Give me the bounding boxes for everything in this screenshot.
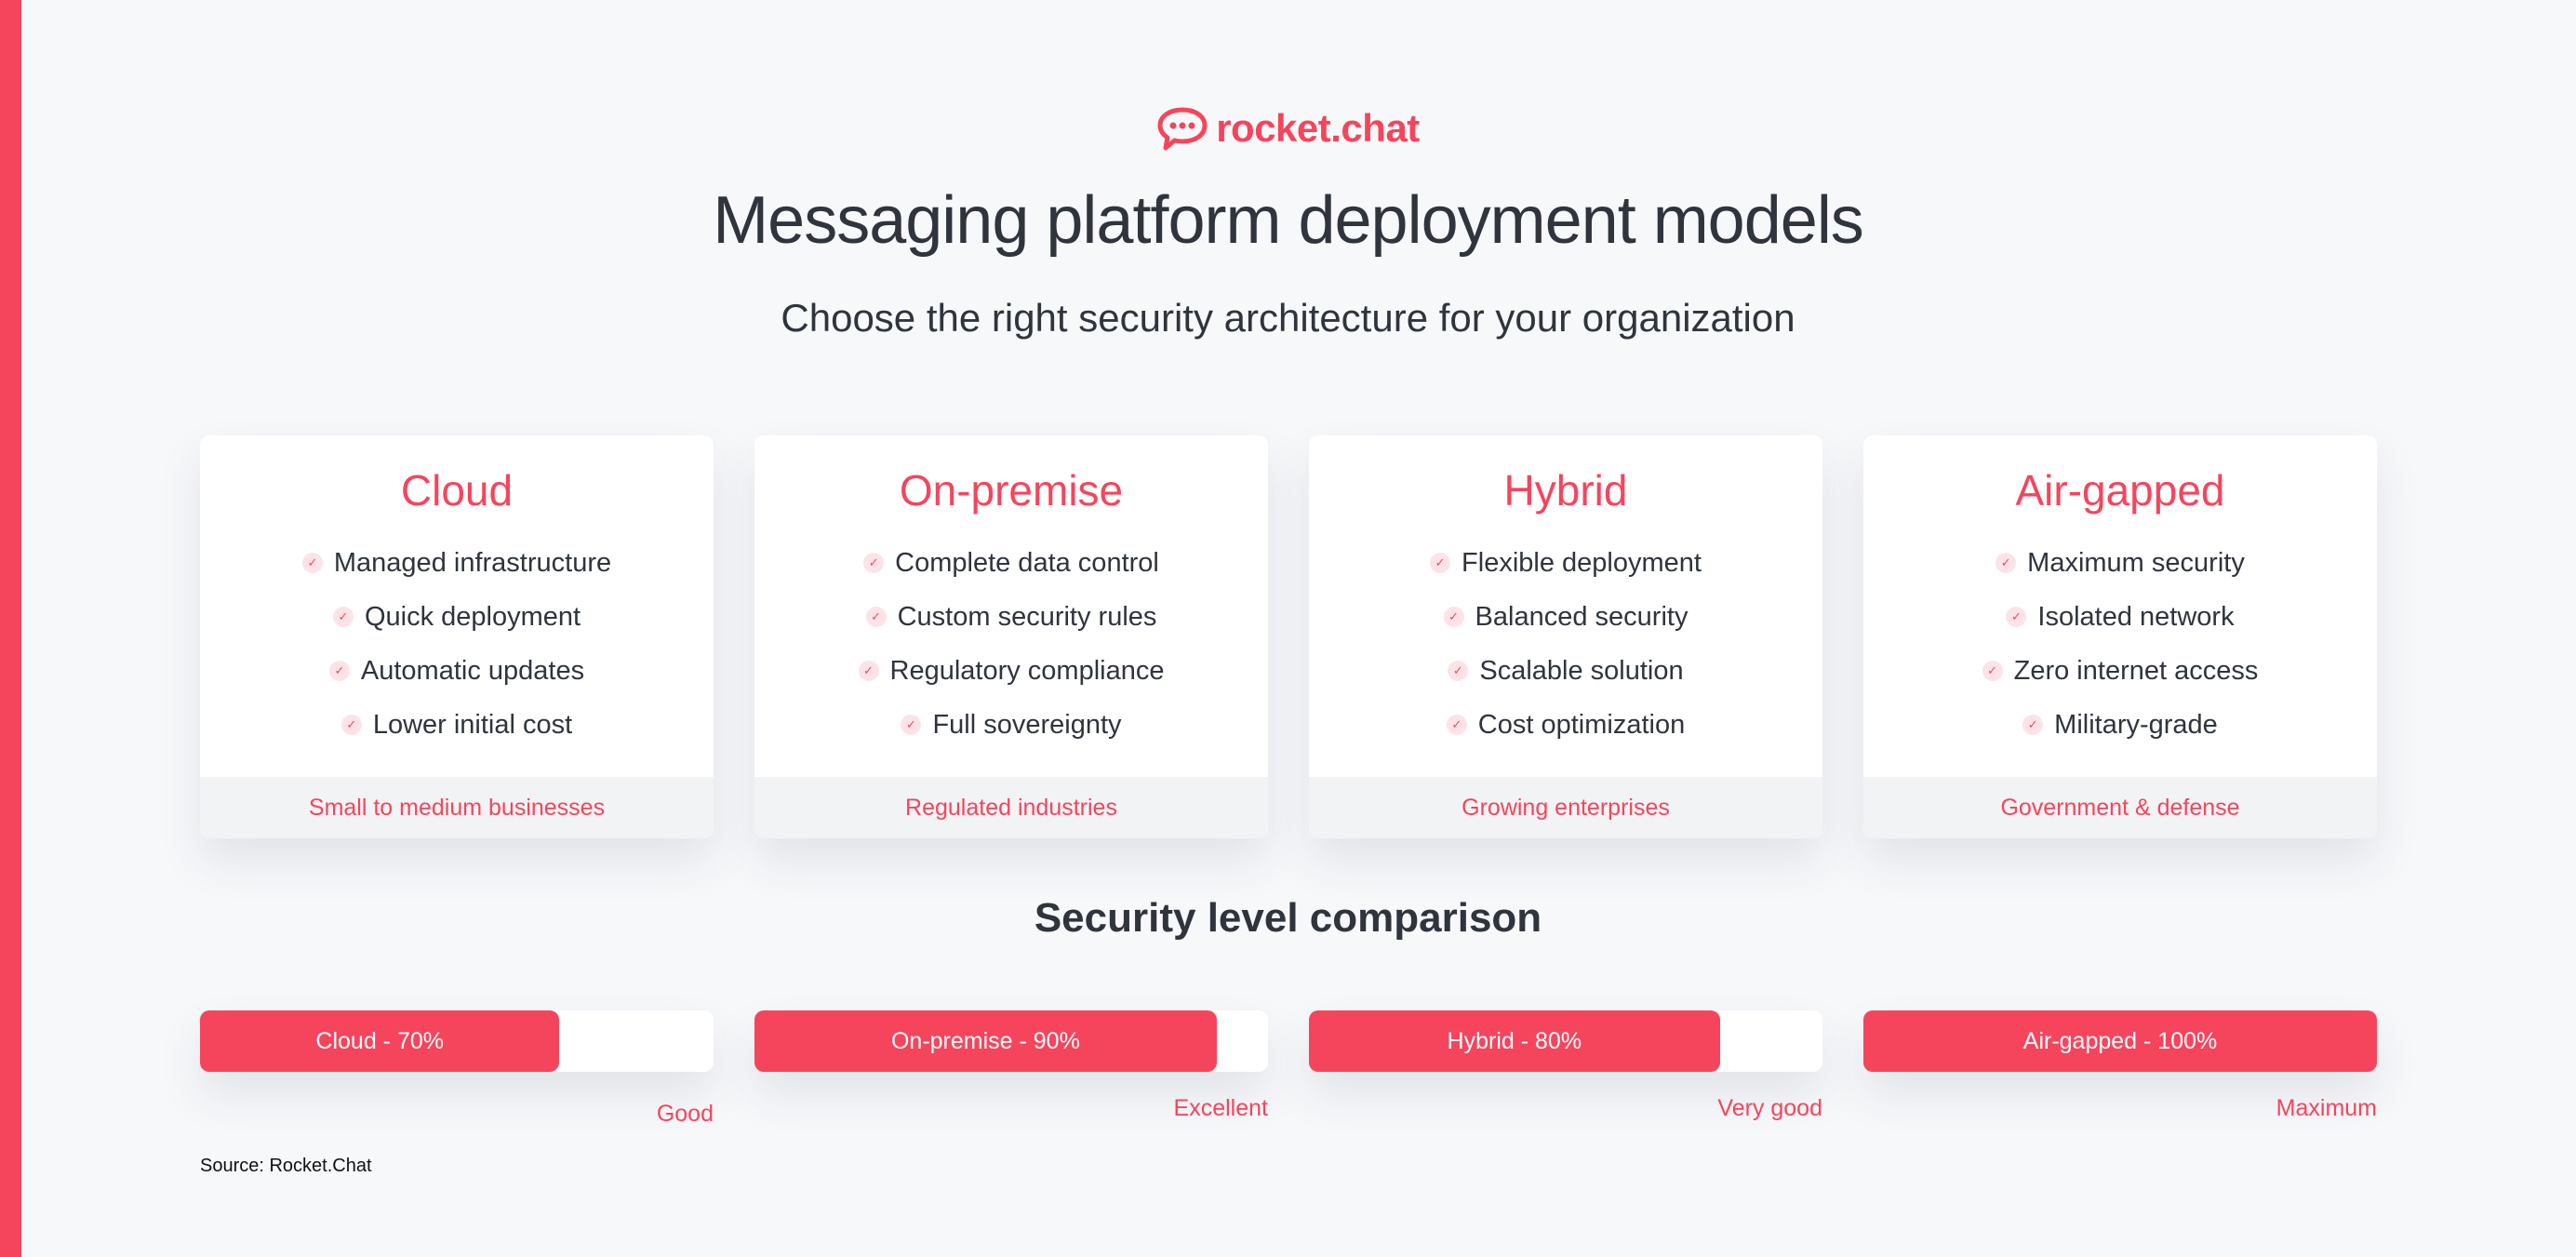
- feature-label: Balanced security: [1475, 601, 1688, 632]
- feature-item: ✓ Scalable solution: [1309, 644, 1822, 698]
- feature-item: ✓ Isolated network: [1863, 590, 2377, 644]
- bar-fill: Cloud - 70%: [200, 1010, 560, 1072]
- feature-list: ✓Flexible deployment ✓Balanced security …: [1309, 536, 1822, 752]
- check-icon: ✓: [1982, 661, 2003, 681]
- feature-item: ✓ Regulatory compliance: [754, 644, 1268, 698]
- bar-fill: Hybrid - 80%: [1309, 1010, 1720, 1072]
- feature-label: Managed infrastructure: [333, 547, 612, 578]
- security-bar-cloud: Cloud - 70%: [200, 1010, 714, 1072]
- feature-item: ✓ Managed infrastructure: [200, 536, 714, 590]
- bar-label: Hybrid - 80%: [1447, 1027, 1582, 1054]
- security-bar-hybrid: Hybrid - 80%: [1309, 1010, 1822, 1072]
- feature-item: ✓ Custom security rules: [754, 590, 1268, 644]
- check-icon: ✓: [858, 661, 879, 681]
- feature-item: ✓ Automatic updates: [200, 644, 714, 698]
- check-icon: ✓: [332, 607, 354, 627]
- comparison-title: Security level comparison: [1034, 895, 1542, 941]
- check-icon: ✓: [1430, 553, 1451, 573]
- feature-label: Full sovereignty: [932, 709, 1122, 740]
- card-title: Hybrid: [1503, 466, 1628, 515]
- feature-item: ✓ Military-grade: [1863, 698, 2377, 752]
- bar-label: On-premise - 90%: [890, 1027, 1080, 1054]
- check-icon: ✓: [1448, 661, 1469, 681]
- bar-rating: Maximum: [2276, 1095, 2377, 1121]
- bar-label: Air-gapped - 100%: [2022, 1027, 2218, 1054]
- card-audience: Regulated industries: [754, 777, 1268, 838]
- bar-fill: On-premise - 90%: [754, 1010, 1217, 1072]
- check-icon: ✓: [301, 553, 323, 573]
- deployment-card-hybrid: Hybrid ✓ Flexible deployment ✓ Balanced se…: [1309, 435, 1822, 838]
- card-title: On-premise: [899, 466, 1124, 515]
- card-audience: Growing enterprises: [1309, 777, 1822, 838]
- feature-label: Flexible deployment: [1462, 547, 1702, 578]
- feature-label: Regulatory compliance: [889, 655, 1165, 686]
- card-audience: Government & defense: [1863, 777, 2377, 838]
- bar-fill: Air-gapped - 100%: [1863, 1010, 2377, 1072]
- feature-list: ✓ Managed infrastructure ✓ Quick deploymen…: [200, 536, 714, 752]
- check-icon: ✓: [865, 607, 887, 627]
- check-icon: ✓: [863, 553, 885, 573]
- page-title: Messaging platform deployment models: [713, 183, 1864, 258]
- page-subtitle: Choose the right security architecture f…: [781, 296, 1795, 340]
- feature-label: Quick deployment: [364, 601, 581, 632]
- feature-label: Maximum security: [2027, 547, 2245, 578]
- feature-label: Isolated network: [2037, 601, 2235, 632]
- feature-item: ✓ Full sovereignty: [754, 698, 1268, 752]
- feature-label: Complete data control: [895, 547, 1159, 578]
- check-icon: ✓: [1443, 607, 1464, 627]
- check-icon: ✓: [901, 715, 922, 735]
- card-title: Cloud: [400, 466, 514, 515]
- feature-label: Scalable solution: [1479, 655, 1684, 686]
- chat-bubble-icon: [1157, 107, 1208, 151]
- feature-item: ✓ Balanced security: [1309, 590, 1822, 644]
- feature-label: Automatic updates: [360, 655, 585, 686]
- source-note: Source: Rocket.Chat: [200, 1156, 372, 1176]
- rocket-chat-logo: rocket.chat: [0, 100, 2576, 156]
- feature-list: ✓ Complete data control ✓ Custom security …: [754, 536, 1268, 752]
- deployment-card-air-gapped: Air-gapped ✓ Maximum security ✓ Isolated n…: [1863, 435, 2377, 838]
- brand-name: rocket.chat: [1216, 106, 1420, 150]
- bar-label: Cloud - 70%: [315, 1027, 444, 1054]
- feature-item: ✓ Cost optimization: [1309, 698, 1822, 752]
- feature-item: ✓ Zero internet access: [1863, 644, 2377, 698]
- feature-label: Cost optimization: [1477, 709, 1686, 740]
- left-accent-bar: [0, 0, 21, 1257]
- feature-list: ✓ Maximum security ✓ Isolated network ✓ Zer…: [1863, 536, 2377, 752]
- check-icon: ✓: [328, 661, 350, 681]
- feature-item: ✓ Lower initial cost: [200, 698, 714, 752]
- deployment-card-cloud: Cloud ✓ Managed infrastructure ✓ Quick dep…: [200, 435, 714, 838]
- bar-rating: Very good: [1717, 1095, 1822, 1121]
- check-icon: ✓: [2022, 715, 2044, 735]
- card-title: Air-gapped: [2015, 466, 2225, 515]
- security-bar-air-gapped: Air-gapped - 100%: [1863, 1010, 2377, 1072]
- check-icon: ✓: [1995, 553, 2017, 573]
- feature-item: ✓ Maximum security: [1863, 536, 2377, 590]
- feature-label: Military-grade: [2054, 709, 2218, 740]
- feature-label: Lower initial cost: [372, 709, 573, 740]
- feature-item: ✓ Complete data control: [754, 536, 1268, 590]
- bar-rating: Excellent: [1173, 1095, 1268, 1121]
- feature-item: ✓ Flexible deployment: [1309, 536, 1822, 590]
- deployment-card-on-premise: On-premise ✓ Complete data control ✓ Custo…: [754, 435, 1268, 838]
- bar-rating: Good: [656, 1101, 714, 1127]
- feature-item: ✓ Quick deployment: [200, 590, 714, 644]
- feature-label: Custom security rules: [897, 601, 1157, 632]
- feature-label: Zero internet access: [2013, 655, 2259, 686]
- check-icon: ✓: [340, 715, 362, 735]
- check-icon: ✓: [1446, 715, 1467, 735]
- check-icon: ✓: [2006, 607, 2027, 627]
- card-audience: Small to medium businesses: [200, 777, 714, 838]
- security-bar-on-premise: On-premise - 90%: [754, 1010, 1268, 1072]
